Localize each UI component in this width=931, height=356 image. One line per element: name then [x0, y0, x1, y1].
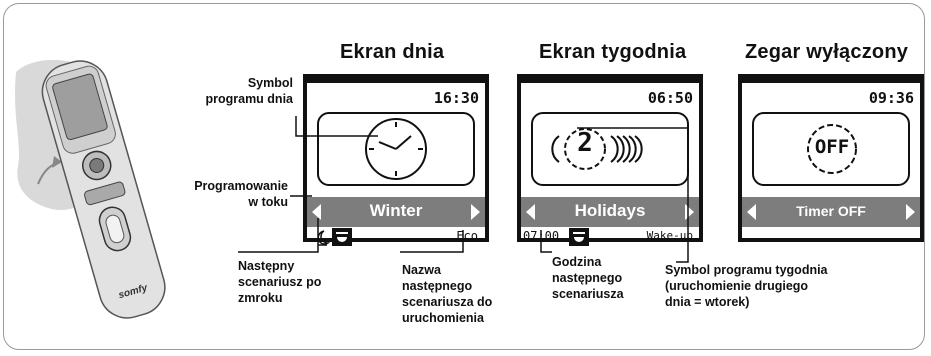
annotation-next-scenario-dusk: Następny scenariusz po zmroku: [238, 259, 322, 305]
arrow-left-icon: [526, 204, 535, 220]
clock-off-screen: 09:36 OFF Timer OFF: [738, 74, 924, 242]
program-icon-box: 2: [531, 112, 689, 186]
program-icon-box: [317, 112, 475, 186]
screen-time: 16:30: [433, 89, 479, 107]
timer-off-icon: [807, 124, 857, 174]
screen-time: 09:36: [868, 89, 914, 107]
annotation-week-program-symbol: Symbol programu tygodnia (uruchomienie d…: [665, 263, 828, 309]
timer-off-label: OFF: [814, 136, 850, 158]
figure-frame: [3, 3, 925, 350]
next-scenario-name: Wake-up: [646, 229, 693, 242]
remote-screen: [52, 73, 108, 141]
arrow-right-icon: [471, 204, 480, 220]
heading-week-screen: Ekran tygodnia: [539, 41, 687, 63]
program-label: Holidays: [574, 201, 646, 220]
arrow-right-icon: [906, 204, 915, 220]
program-bar: Holidays: [521, 197, 699, 227]
screen-time: 06:50: [647, 89, 693, 107]
remote-control-illustration: somfy: [15, 59, 166, 319]
next-scenario-icon: [332, 228, 352, 246]
annotation-programming-in-progress: Programowanie w toku: [194, 179, 288, 209]
moon-icon: [317, 230, 330, 246]
arrow-right-icon: [685, 204, 694, 220]
program-bar: Timer OFF: [742, 197, 920, 227]
arrow-left-icon: [747, 204, 756, 220]
program-label: Timer OFF: [796, 203, 866, 219]
next-scenario-icon: [569, 228, 589, 246]
heading-clock-off: Zegar wyłączony: [745, 41, 909, 63]
heading-day-screen: Ekran dnia: [340, 41, 445, 63]
next-scenario-time: 07:00: [523, 229, 560, 243]
day-screen: 16:30 Winter Eco: [303, 74, 489, 246]
annotation-day-program-symbol: Symbol programu dnia: [205, 76, 293, 106]
next-scenario-name: Eco: [456, 229, 478, 243]
program-label: Winter: [369, 201, 423, 220]
clock-face-icon: [365, 118, 427, 180]
week-screen: 06:50 2 Holidays 07:00 Wake-up: [517, 74, 703, 246]
program-bar: Winter: [307, 197, 485, 227]
program-icon-box: OFF: [752, 112, 910, 186]
week-day-number: 2: [577, 128, 593, 158]
arrow-left-icon: [312, 204, 321, 220]
week-program-icon: [551, 128, 643, 170]
annotation-next-scenario-time: Godzina następnego scenariusza: [552, 255, 624, 301]
annotation-next-scenario-name: Nazwa następnego scenariusza do uruchomi…: [402, 263, 493, 325]
